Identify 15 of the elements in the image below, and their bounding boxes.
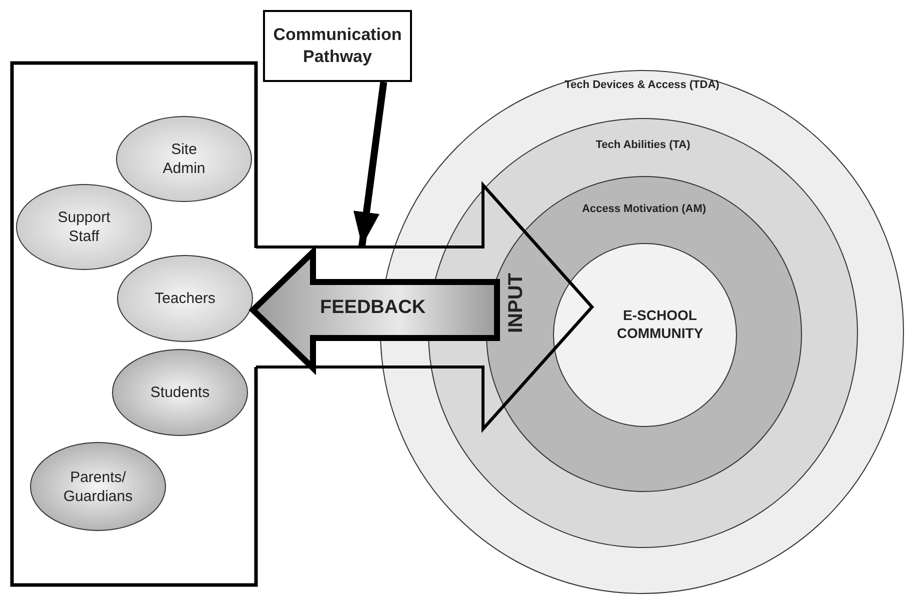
ring-label: Access Motivation (AM) [580,203,708,215]
node-label: Teachers [154,289,216,308]
node-label: Parents/ Guardians [63,468,133,506]
node-label: Site Admin [162,140,206,178]
ring-label: Tech Devices & Access (TDA) [564,79,720,91]
node-label: Support Staff [58,208,110,246]
text-box [263,10,412,82]
ring-label: Tech Abilities (TA) [594,139,692,151]
node-label: Students [150,383,210,402]
center-label: E-SCHOOL COMMUNITY [616,306,704,342]
block-arrow [248,244,500,376]
edge-label: INPUT [506,273,526,333]
box-label: Communication Pathway [272,24,403,68]
arrow [353,82,388,246]
edge-label: FEEDBACK [320,298,426,317]
